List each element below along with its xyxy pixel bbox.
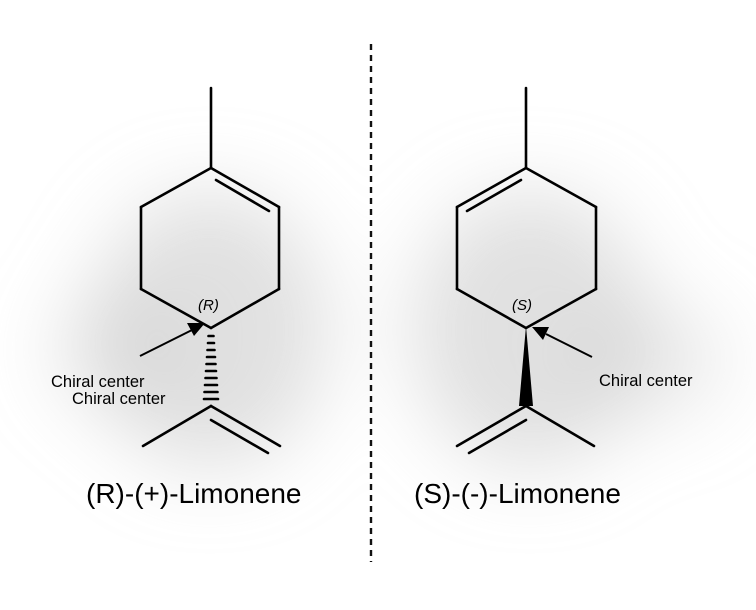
isopropenyl-methyl-bond bbox=[524, 404, 596, 448]
r-config-label: (R) bbox=[198, 297, 219, 314]
ring-bond bbox=[524, 166, 598, 209]
ring-double-bond-inner bbox=[465, 178, 523, 213]
ring-bond bbox=[209, 166, 281, 209]
chiral-center-arrow bbox=[139, 323, 205, 357]
ring-bond bbox=[139, 166, 213, 209]
chiral-center-arrow bbox=[532, 327, 593, 358]
r-limonene-structure: (R) Chiral center Chiral center (R)-(+)-… bbox=[51, 86, 302, 509]
ring-double-bond-inner bbox=[214, 178, 271, 213]
isopropenyl-double-bond bbox=[455, 404, 528, 448]
isopropenyl-double-bond-inner bbox=[467, 418, 528, 455]
s-limonene-structure: (S) Chiral center (S)-(-)-Limonene bbox=[414, 86, 693, 509]
isopropenyl-double-bond-inner bbox=[209, 418, 270, 455]
isopropenyl-double-bond bbox=[209, 404, 282, 448]
s-config-label: (S) bbox=[512, 297, 532, 314]
ring-bond bbox=[209, 287, 281, 330]
s-limonene-name: (S)-(-)-Limonene bbox=[414, 478, 621, 509]
isopropenyl-methyl-bond bbox=[141, 404, 213, 448]
solid-wedge-bond bbox=[519, 326, 533, 406]
background-glow bbox=[50, 190, 730, 470]
chiral-center-label: Chiral center bbox=[51, 373, 145, 391]
hashed-wedge-bond bbox=[202, 334, 220, 401]
r-limonene-name: (R)-(+)-Limonene bbox=[86, 478, 302, 509]
ring-bond bbox=[524, 287, 598, 330]
ring-bond bbox=[455, 166, 528, 209]
chiral-center-label: Chiral center bbox=[72, 390, 166, 408]
ring-bond bbox=[455, 287, 528, 330]
chiral-center-label: Chiral center bbox=[599, 372, 693, 390]
ring-bond bbox=[139, 287, 213, 330]
